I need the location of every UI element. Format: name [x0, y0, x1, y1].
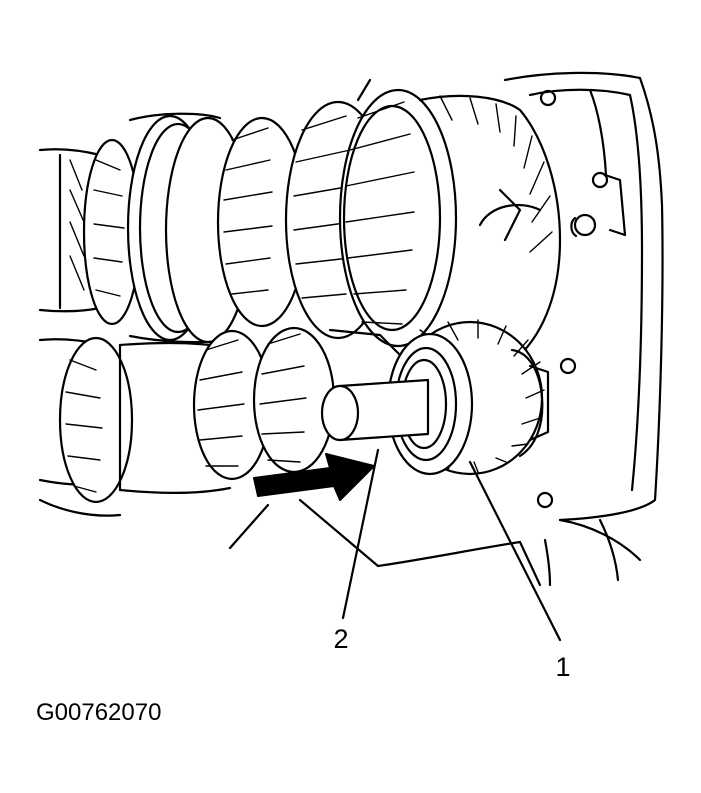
- transmission-case: [503, 71, 664, 587]
- base-outline: [38, 78, 522, 568]
- leader-line-1: [468, 460, 562, 642]
- callout-1: 1: [555, 652, 570, 682]
- component-2-pin: [320, 378, 430, 442]
- figure-code: G00762070: [36, 699, 161, 726]
- leader-lines: [341, 448, 562, 642]
- install-direction-arrow: [253, 453, 375, 501]
- callout-2: 2: [333, 624, 348, 654]
- leader-line-2: [341, 448, 380, 620]
- component-1-gear: [386, 319, 550, 476]
- upper-gear-cluster: [38, 88, 562, 357]
